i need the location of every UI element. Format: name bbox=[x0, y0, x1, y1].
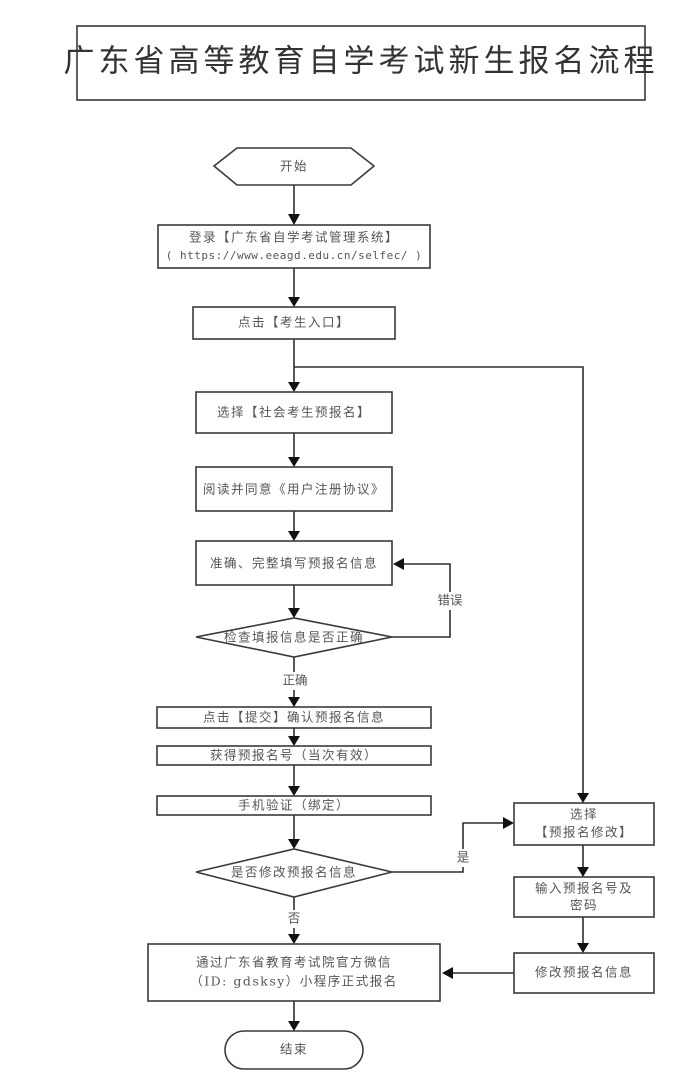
arrow-head bbox=[288, 934, 300, 944]
candidate-entry-node bbox=[192, 306, 396, 340]
arrow-head bbox=[288, 297, 300, 307]
end-label: 结束 bbox=[280, 1042, 308, 1057]
edge-branch-to-modify bbox=[294, 366, 584, 794]
arrow-head bbox=[503, 817, 514, 829]
arrow-head bbox=[577, 867, 589, 877]
login-node bbox=[157, 224, 431, 269]
arrow-head bbox=[288, 382, 300, 392]
select-prereg-node bbox=[195, 391, 393, 434]
candidate-entry-label: 点击【考生入口】 bbox=[238, 315, 350, 330]
official-registration-line2: （ID: gdsksy）小程序正式报名 bbox=[190, 974, 398, 989]
phone-verify-node bbox=[156, 795, 432, 816]
input-number-node bbox=[513, 876, 655, 918]
arrow-head bbox=[288, 697, 300, 707]
arrow-head bbox=[288, 608, 300, 618]
get-number-node bbox=[156, 745, 432, 766]
select-modify-line2: 【预报名修改】 bbox=[535, 825, 633, 840]
select-modify-node bbox=[513, 802, 655, 846]
arrow-head bbox=[577, 943, 589, 953]
get-number-label: 获得预报名号（当次有效） bbox=[210, 748, 378, 763]
arrow-head bbox=[442, 967, 453, 979]
end-node bbox=[224, 1030, 364, 1070]
arrow-head bbox=[288, 839, 300, 849]
start-label: 开始 bbox=[280, 159, 308, 174]
arrow-head bbox=[288, 457, 300, 467]
edge-yes-modify bbox=[392, 822, 505, 873]
official-registration-node bbox=[147, 943, 441, 1002]
edge-label-correct: 正确 bbox=[282, 673, 307, 688]
connectors bbox=[288, 185, 589, 1031]
edge-label-yes: 是 bbox=[457, 850, 470, 865]
check-info-decision bbox=[195, 617, 393, 658]
modify-question-label: 是否修改预报名信息 bbox=[231, 865, 357, 880]
arrow-head bbox=[288, 786, 300, 796]
title-box bbox=[76, 25, 646, 101]
edge-label-error: 错误 bbox=[437, 593, 463, 608]
select-prereg-label: 选择【社会考生预报名】 bbox=[217, 405, 371, 420]
arrow-head bbox=[393, 558, 404, 570]
fill-info-label: 准确、完整填写预报名信息 bbox=[210, 556, 378, 571]
modify-info-label: 修改预报名信息 bbox=[535, 965, 633, 980]
read-agree-label: 阅读并同意《用户注册协议》 bbox=[203, 482, 385, 497]
login-label: 登录【广东省自学考试管理系统】 bbox=[189, 230, 399, 245]
select-modify-line1: 选择 bbox=[570, 807, 598, 822]
check-info-label: 检查填报信息是否正确 bbox=[224, 630, 364, 645]
start-node bbox=[212, 147, 376, 186]
official-registration-line1: 通过广东省教育考试院官方微信 bbox=[196, 955, 392, 970]
fill-info-node bbox=[195, 540, 393, 586]
submit-node bbox=[156, 706, 432, 729]
modify-info-node bbox=[513, 952, 655, 994]
modify-question-decision bbox=[195, 848, 393, 898]
edge-label-no: 否 bbox=[288, 911, 301, 926]
flowchart-title: 广东省高等教育自学考试新生报名流程 bbox=[64, 44, 659, 80]
arrow-head bbox=[577, 793, 589, 803]
input-number-line2: 密码 bbox=[570, 898, 598, 913]
input-number-line1: 输入预报名号及 bbox=[535, 881, 633, 896]
arrow-head bbox=[288, 736, 300, 746]
arrow-head bbox=[288, 214, 300, 225]
read-agree-node bbox=[195, 466, 393, 512]
arrow-head bbox=[288, 531, 300, 541]
submit-label: 点击【提交】确认预报名信息 bbox=[203, 710, 385, 725]
login-url: ( https://www.eeagd.edu.cn/selfec/ ) bbox=[166, 249, 422, 262]
arrow-head bbox=[288, 1021, 300, 1031]
phone-verify-label: 手机验证（绑定） bbox=[238, 798, 350, 813]
